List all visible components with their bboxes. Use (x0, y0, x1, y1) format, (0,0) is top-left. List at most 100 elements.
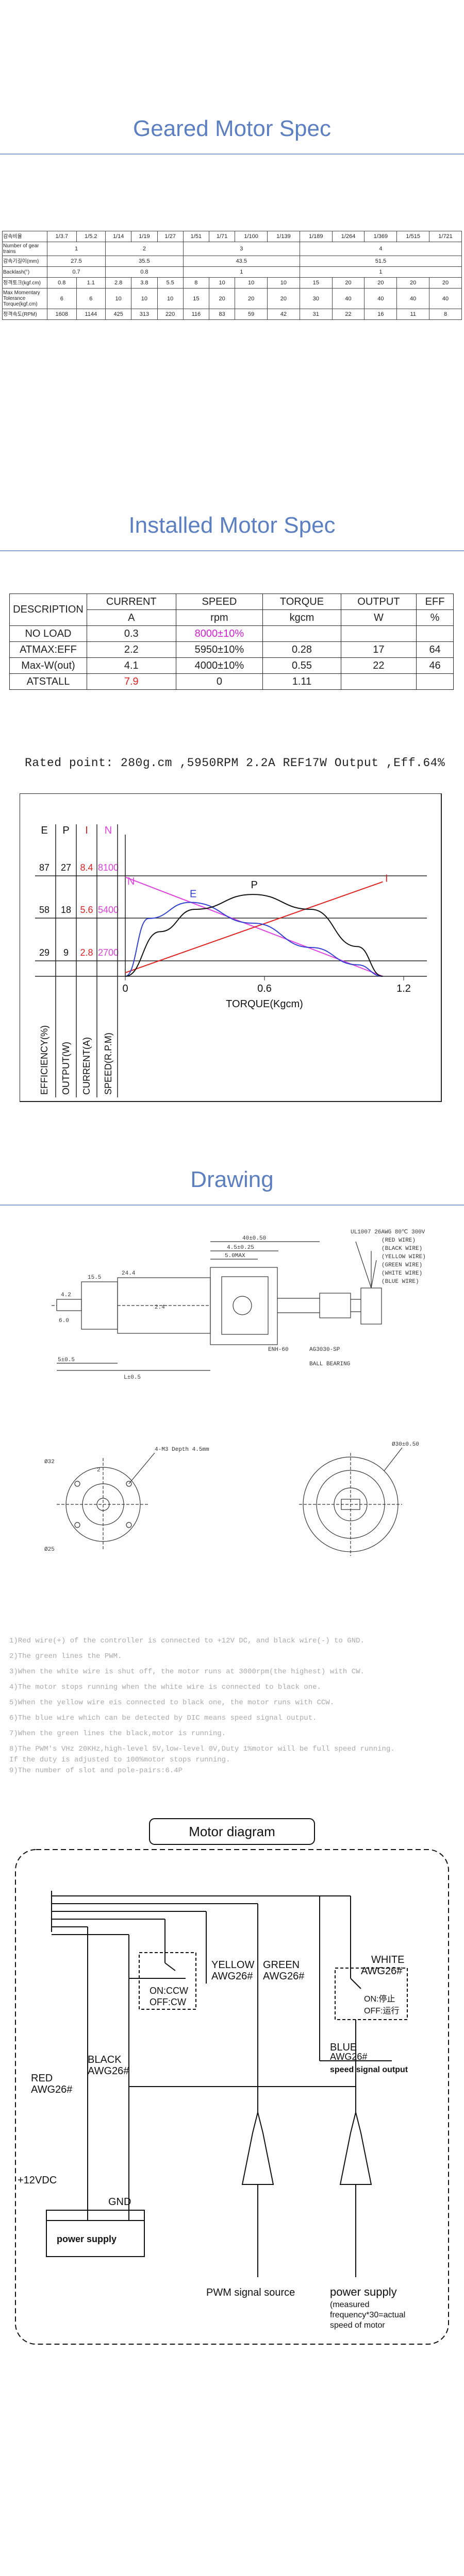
installed-rule (0, 550, 464, 551)
gear-value-cell: 1608 (47, 309, 77, 320)
wire-blue: (BLUE WIRE) (382, 1279, 419, 1285)
gear-ratio-cell: 1/264 (332, 231, 365, 242)
scale-label: 5.6 (80, 905, 93, 915)
dim-d32: Ø32 (44, 1459, 55, 1465)
wire-black: (BLACK WIRE) (382, 1246, 422, 1252)
gear-group-cell: 3 (183, 242, 300, 256)
dim-2: 2 (97, 1467, 101, 1473)
table-row: NO LOAD 0.3 8000±10% (9, 625, 454, 642)
row-output (340, 673, 417, 690)
note-1: 1)Red wire(+) of the controller is conne… (9, 1637, 364, 1645)
row-torque: 0.55 (262, 657, 341, 674)
label-yellow-awg: AWG26# (211, 1971, 253, 1982)
axis-title: SPEED(R.P.M) (103, 1032, 113, 1095)
label-black: BLACK (88, 2054, 122, 2065)
unit-output: W (340, 609, 417, 626)
x-axis-label: TORQUE(Kgcm) (226, 998, 303, 1010)
row-output: 17 (340, 641, 417, 658)
gear-group-cell: 51.5 (299, 256, 462, 267)
gear-value-cell: 40 (396, 288, 430, 309)
motor-side-drawing: 40±0.50 4.5±0.25 5.0MAX 15.5 4.2 6.0 24.… (52, 1229, 426, 1381)
wire-yellow: (YELLOW WIRE) (382, 1254, 426, 1260)
gear-ratio-cell: 1/27 (157, 231, 184, 242)
row-desc: ATMAX:EFF (9, 641, 87, 658)
curve-label: I (385, 873, 388, 885)
dim-enh: ENH-60 (268, 1347, 289, 1353)
col-header-n: N (105, 825, 112, 836)
diagram-title: Motor diagram (189, 1824, 275, 1839)
dim-body: 24.4 (122, 1270, 136, 1277)
gear-value-cell: 3.8 (131, 277, 158, 289)
gear-ratio-label: 감속비율 (2, 231, 47, 242)
col-header-i: I (85, 825, 88, 836)
scale-label: 27 (61, 862, 71, 873)
row-speed: 0 (175, 673, 263, 690)
scale-label: 5400 (98, 905, 119, 915)
gear-ratio-cell: 1/721 (429, 231, 462, 242)
gear-ratio-cell: 1/369 (364, 231, 397, 242)
gear-value-cell: 20 (396, 277, 430, 289)
row-speed: 4000±10% (175, 657, 263, 674)
dim-bearing: BALL BEARING (309, 1361, 350, 1367)
gear-row-label: Number of gear trains (2, 242, 47, 256)
label-white-awg: AWG26# (361, 1965, 403, 1977)
chart-frame (20, 793, 442, 1102)
label-off-cw: OFF:CW (150, 1997, 186, 2007)
note-5: 5)When the yellow wire eis connected to … (9, 1699, 335, 1707)
unit-current: A (87, 609, 176, 626)
hdr-output: OUTPUT (340, 594, 417, 610)
label-gnd: GND (108, 2196, 131, 2208)
gear-ratio-cell: 1/189 (299, 231, 333, 242)
freq-probe (339, 2112, 372, 2185)
row-output: 22 (340, 657, 417, 674)
col-header-e: E (41, 825, 47, 836)
dim-max: 5.0MAX (225, 1253, 245, 1259)
note-2: 2)The green lines the PWM. (9, 1652, 122, 1660)
dim-ag: AG3030-SP (309, 1347, 340, 1353)
scale-label: 87 (39, 862, 49, 873)
gear-ratio-cell: 1/51 (183, 231, 209, 242)
label-blue: BLUE (330, 2042, 357, 2053)
label-measured-2: frequency*30=actual (330, 2311, 405, 2319)
gear-value-cell: 16 (364, 309, 397, 320)
label-power-supply-2: power supply (330, 2285, 397, 2298)
dim-gear: 15.5 (88, 1275, 101, 1281)
gear-ratio-cell: 1/100 (235, 231, 268, 242)
gear-group-cell: 0.7 (46, 266, 106, 278)
gear-ratio-cell: 1/5.2 (76, 231, 106, 242)
note-8b: If the duty is adjusted to 100%motor sto… (9, 1756, 230, 1764)
series-e (125, 902, 383, 977)
gear-group-cell: 2 (105, 242, 184, 256)
row-desc: ATSTALL (9, 673, 87, 690)
gear-value-cell: 220 (157, 309, 184, 320)
row-eff (416, 625, 454, 642)
gear-value-cell: 20 (429, 277, 462, 289)
label-on-ccw: ON:CCW (150, 1986, 188, 1996)
diagram-frame (15, 1849, 449, 2345)
gear-value-cell: 10 (105, 288, 132, 309)
gear-value-cell: 40 (429, 288, 462, 309)
installed-title: Installed Motor Spec (128, 513, 336, 538)
col-header-p: P (62, 825, 69, 836)
hdr-current: CURRENT (87, 594, 176, 610)
dim-shaft: 4.2 (61, 1292, 71, 1298)
gear-value-cell: 5.5 (157, 277, 184, 289)
note-4: 4)The motor stops running when the white… (9, 1683, 321, 1691)
table-row: Max-W(out) 4.1 4000±10% 0.55 22 46 (9, 657, 454, 674)
gear-value-cell: 40 (332, 288, 365, 309)
wire-green: (GREEN WIRE) (382, 1262, 422, 1268)
table-row: ATSTALL 7.9 0 1.11 (9, 673, 454, 690)
label-red: RED (31, 2073, 53, 2084)
stop-switch-box (335, 1968, 408, 2020)
note-3: 3)When the white wire is shut off, the m… (9, 1668, 364, 1676)
row-output (340, 625, 417, 642)
dim-cap: 4.5±0.25 (227, 1245, 254, 1251)
gear-value-cell: 0.8 (47, 277, 77, 289)
row-torque: 1.11 (262, 673, 341, 690)
curve-label: E (190, 889, 196, 900)
gear-value-cell: 15 (183, 288, 209, 309)
